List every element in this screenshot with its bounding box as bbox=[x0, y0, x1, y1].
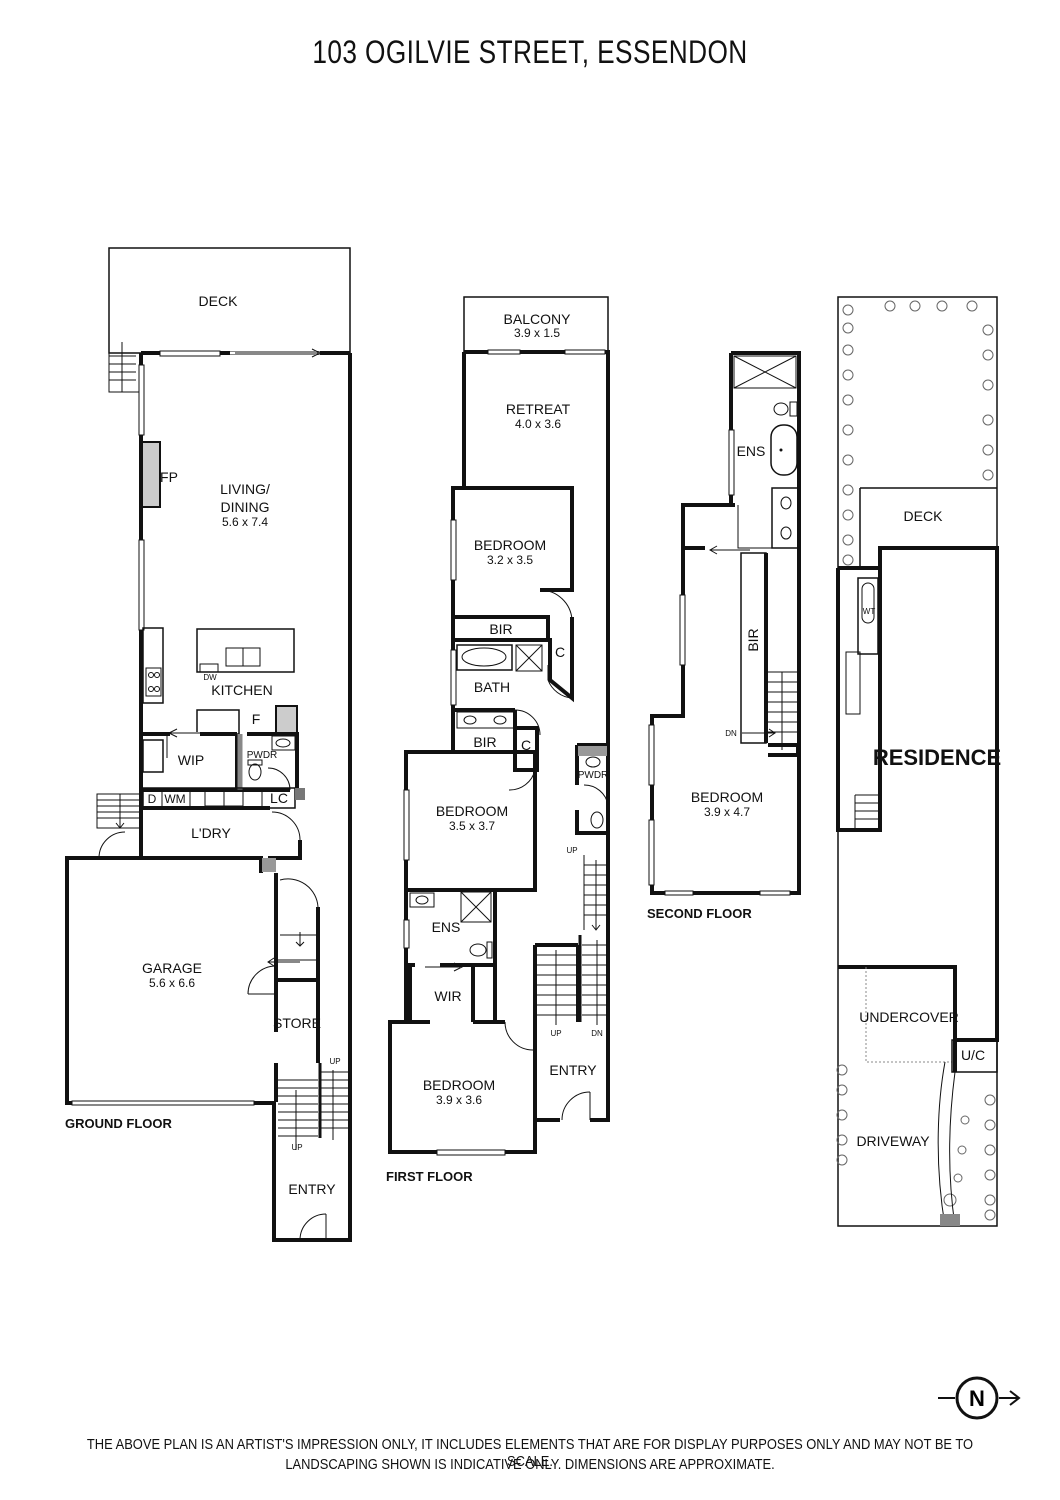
ff-bath-label: BATH bbox=[474, 679, 510, 695]
kitchen-island bbox=[196, 628, 295, 673]
ff-bedroom3-label: BEDROOM bbox=[423, 1077, 495, 1093]
deck-steps bbox=[108, 342, 139, 393]
gf-wm-label: WM bbox=[164, 792, 185, 806]
ff-ens-label: ENS bbox=[432, 919, 461, 935]
sf-bedroom-label: BEDROOM bbox=[691, 789, 763, 805]
ff-dn-label: DN bbox=[591, 1029, 603, 1038]
gf-living-label-2: DINING bbox=[221, 499, 270, 515]
ff-wir-label: WIR bbox=[434, 988, 461, 1004]
second-floor-label: SECOND FLOOR bbox=[647, 906, 752, 921]
kitchen-bench bbox=[142, 627, 164, 704]
gf-wip-label: WIP bbox=[178, 752, 204, 768]
site-deck-label: DECK bbox=[904, 508, 944, 524]
second-floor-stairs bbox=[742, 671, 800, 757]
laundry-steps bbox=[96, 793, 142, 829]
site-plan bbox=[836, 296, 999, 1227]
ff-c1-label: C bbox=[555, 644, 565, 660]
gf-fp-label: FP bbox=[160, 469, 178, 485]
gf-dw-label: DW bbox=[203, 673, 217, 682]
sf-ens-label: ENS bbox=[737, 443, 766, 459]
second-floor-plan bbox=[648, 351, 801, 896]
gf-lc-label: LC bbox=[270, 790, 288, 806]
ff-entry-label: ENTRY bbox=[549, 1062, 597, 1078]
gf-f-label: F bbox=[252, 711, 261, 727]
gf-d-label: D bbox=[148, 792, 157, 806]
ff-up-label: UP bbox=[550, 1029, 561, 1038]
gf-kitchen-label: KITCHEN bbox=[211, 682, 272, 698]
gf-up-label-1: UP bbox=[329, 1057, 340, 1066]
disclaimer-line-1: THE ABOVE PLAN IS AN ARTIST'S IMPRESSION… bbox=[86, 1436, 974, 1470]
ff-balcony-label: BALCONY bbox=[504, 311, 572, 327]
gf-pwdr-label: PWDR bbox=[247, 750, 278, 761]
ff-up-stair-label: UP bbox=[566, 846, 577, 855]
gf-living-dims: 5.6 x 7.4 bbox=[222, 515, 268, 529]
site-uc-label: U/C bbox=[961, 1047, 985, 1063]
site-driveway-label: DRIVEWAY bbox=[856, 1133, 930, 1149]
first-floor-stairs bbox=[537, 855, 606, 1025]
ff-balcony-dims: 3.9 x 1.5 bbox=[514, 326, 560, 340]
ff-retreat-label: RETREAT bbox=[506, 401, 571, 417]
compass-letter: N bbox=[969, 1386, 985, 1411]
ground-floor-label: GROUND FLOOR bbox=[65, 1116, 172, 1131]
page-title: 103 OGILVIE STREET, ESSENDON bbox=[312, 34, 748, 70]
site-undercover-label: UNDERCOVER bbox=[859, 1009, 959, 1025]
ff-bedroom3-dims: 3.9 x 3.6 bbox=[436, 1093, 482, 1107]
ff-bir2-label: BIR bbox=[473, 734, 496, 750]
first-floor-label: FIRST FLOOR bbox=[386, 1169, 473, 1184]
sf-bedroom-dims: 3.9 x 4.7 bbox=[704, 805, 750, 819]
gf-up-label-2: UP bbox=[291, 1143, 302, 1152]
ff-c2-label: C bbox=[521, 737, 531, 753]
fireplace bbox=[141, 441, 161, 508]
wip-pwdr-walls bbox=[141, 732, 299, 792]
ff-bedroom1-label: BEDROOM bbox=[474, 537, 546, 553]
residence-outline bbox=[838, 546, 999, 1042]
north-compass-icon: N bbox=[938, 1376, 1021, 1420]
garden-planting bbox=[836, 300, 996, 1221]
gf-deck-label: DECK bbox=[199, 293, 239, 309]
ff-bedroom2-dims: 3.5 x 3.7 bbox=[449, 819, 495, 833]
ff-pwdr-label: PWDR bbox=[578, 770, 609, 781]
gf-ldry-label: L'DRY bbox=[191, 825, 231, 841]
ff-bedroom1-dims: 3.2 x 3.5 bbox=[487, 553, 533, 567]
sf-bir-label: BIR bbox=[745, 628, 761, 651]
sliding-door bbox=[159, 350, 221, 357]
ground-floor-plan bbox=[65, 247, 352, 1242]
disclaimer-line-2: LANDSCAPING SHOWN IS INDICATIVE ONLY. DI… bbox=[285, 1456, 775, 1473]
first-floor-plan bbox=[388, 296, 610, 1156]
ff-retreat-dims: 4.0 x 3.6 bbox=[515, 417, 561, 431]
gf-store-label: STORE bbox=[273, 1015, 321, 1031]
ff-bir1-label: BIR bbox=[489, 621, 512, 637]
ground-stairs bbox=[278, 1063, 350, 1150]
second-floor-outer-walls bbox=[650, 351, 801, 895]
ff-bedroom2-label: BEDROOM bbox=[436, 803, 508, 819]
site-wt-label: WT bbox=[863, 607, 876, 616]
gf-living-label-1: LIVING/ bbox=[220, 481, 270, 497]
gf-entry-label: ENTRY bbox=[288, 1181, 336, 1197]
site-residence-label: RESIDENCE bbox=[873, 745, 1001, 770]
sf-dn-label: DN bbox=[725, 729, 737, 738]
gf-garage-dims: 5.6 x 6.6 bbox=[149, 976, 195, 990]
gf-garage-label: GARAGE bbox=[142, 960, 202, 976]
